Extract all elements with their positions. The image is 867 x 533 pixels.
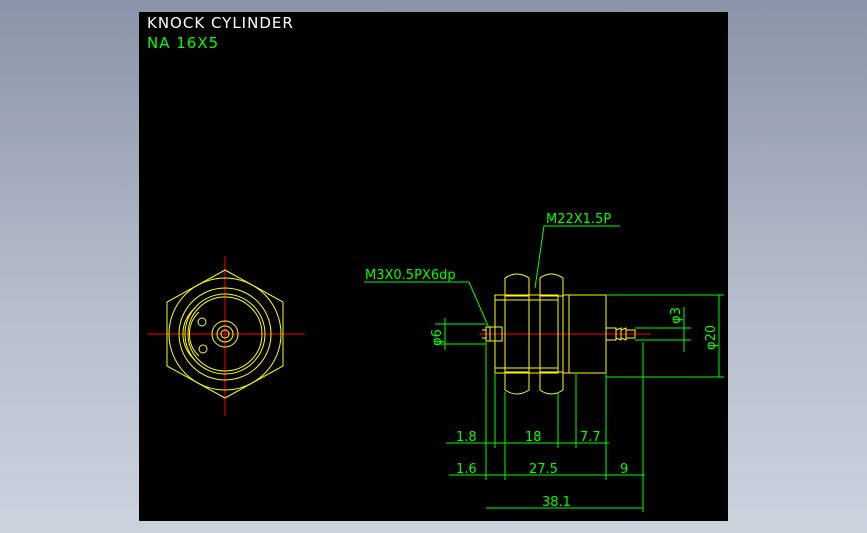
threaded-body [494,294,559,374]
side-view [479,273,651,395]
thread-circle [178,287,272,381]
dim-18-text: 18 [525,430,542,445]
cad-drawing-canvas: KNOCK CYLINDER NA 16X5 [139,12,728,521]
hex-nut-outline [166,269,284,399]
drawing-title: KNOCK CYLINDER [147,14,294,32]
front-nut [504,273,530,395]
rod-hub-outer [211,320,239,348]
callout-leader-m22 [534,225,620,289]
mounting-hole-lower [198,344,208,354]
callout-leader-m3 [364,281,490,329]
drawing-svg: M22X1.5P M3X0.5PX6dp φ6 φ3 φ20 1.8 18 7.… [147,212,724,512]
dim-38-1-text: 38.1 [542,495,571,510]
air-fitting [605,327,617,341]
dim-1-6-text: 1.6 [456,462,477,477]
dim-9-text: 9 [620,462,628,477]
body-inner-circle [187,296,263,372]
dim-1-8-text: 1.8 [456,430,477,445]
slot-arc [182,307,200,361]
air-barb [615,327,636,341]
rod-hub-mid [216,325,234,343]
end-view [147,256,305,416]
rear-nut [539,273,564,395]
callout-m3-text: M3X0.5PX6dp [365,268,456,283]
body-circle [184,293,266,375]
dim-phi6-text: φ6 [430,329,445,346]
dim-27-5-text: 27.5 [529,462,558,477]
callout-m22-text: M22X1.5P [546,212,611,227]
dimensions [364,225,724,512]
dim-7-7-text: 7.7 [580,430,601,445]
dim-phi20-text: φ20 [704,325,719,350]
dimension-labels: M22X1.5P M3X0.5PX6dp φ6 φ3 φ20 1.8 18 7.… [365,212,719,510]
piston-rod-tip [485,326,503,342]
rod-hub-inner [220,329,230,339]
mounting-hole-upper [197,317,207,327]
dim-phi3-text: φ3 [669,307,684,324]
hex-inscribed-circle [168,277,282,391]
drawing-model: NA 16X5 [147,34,220,52]
